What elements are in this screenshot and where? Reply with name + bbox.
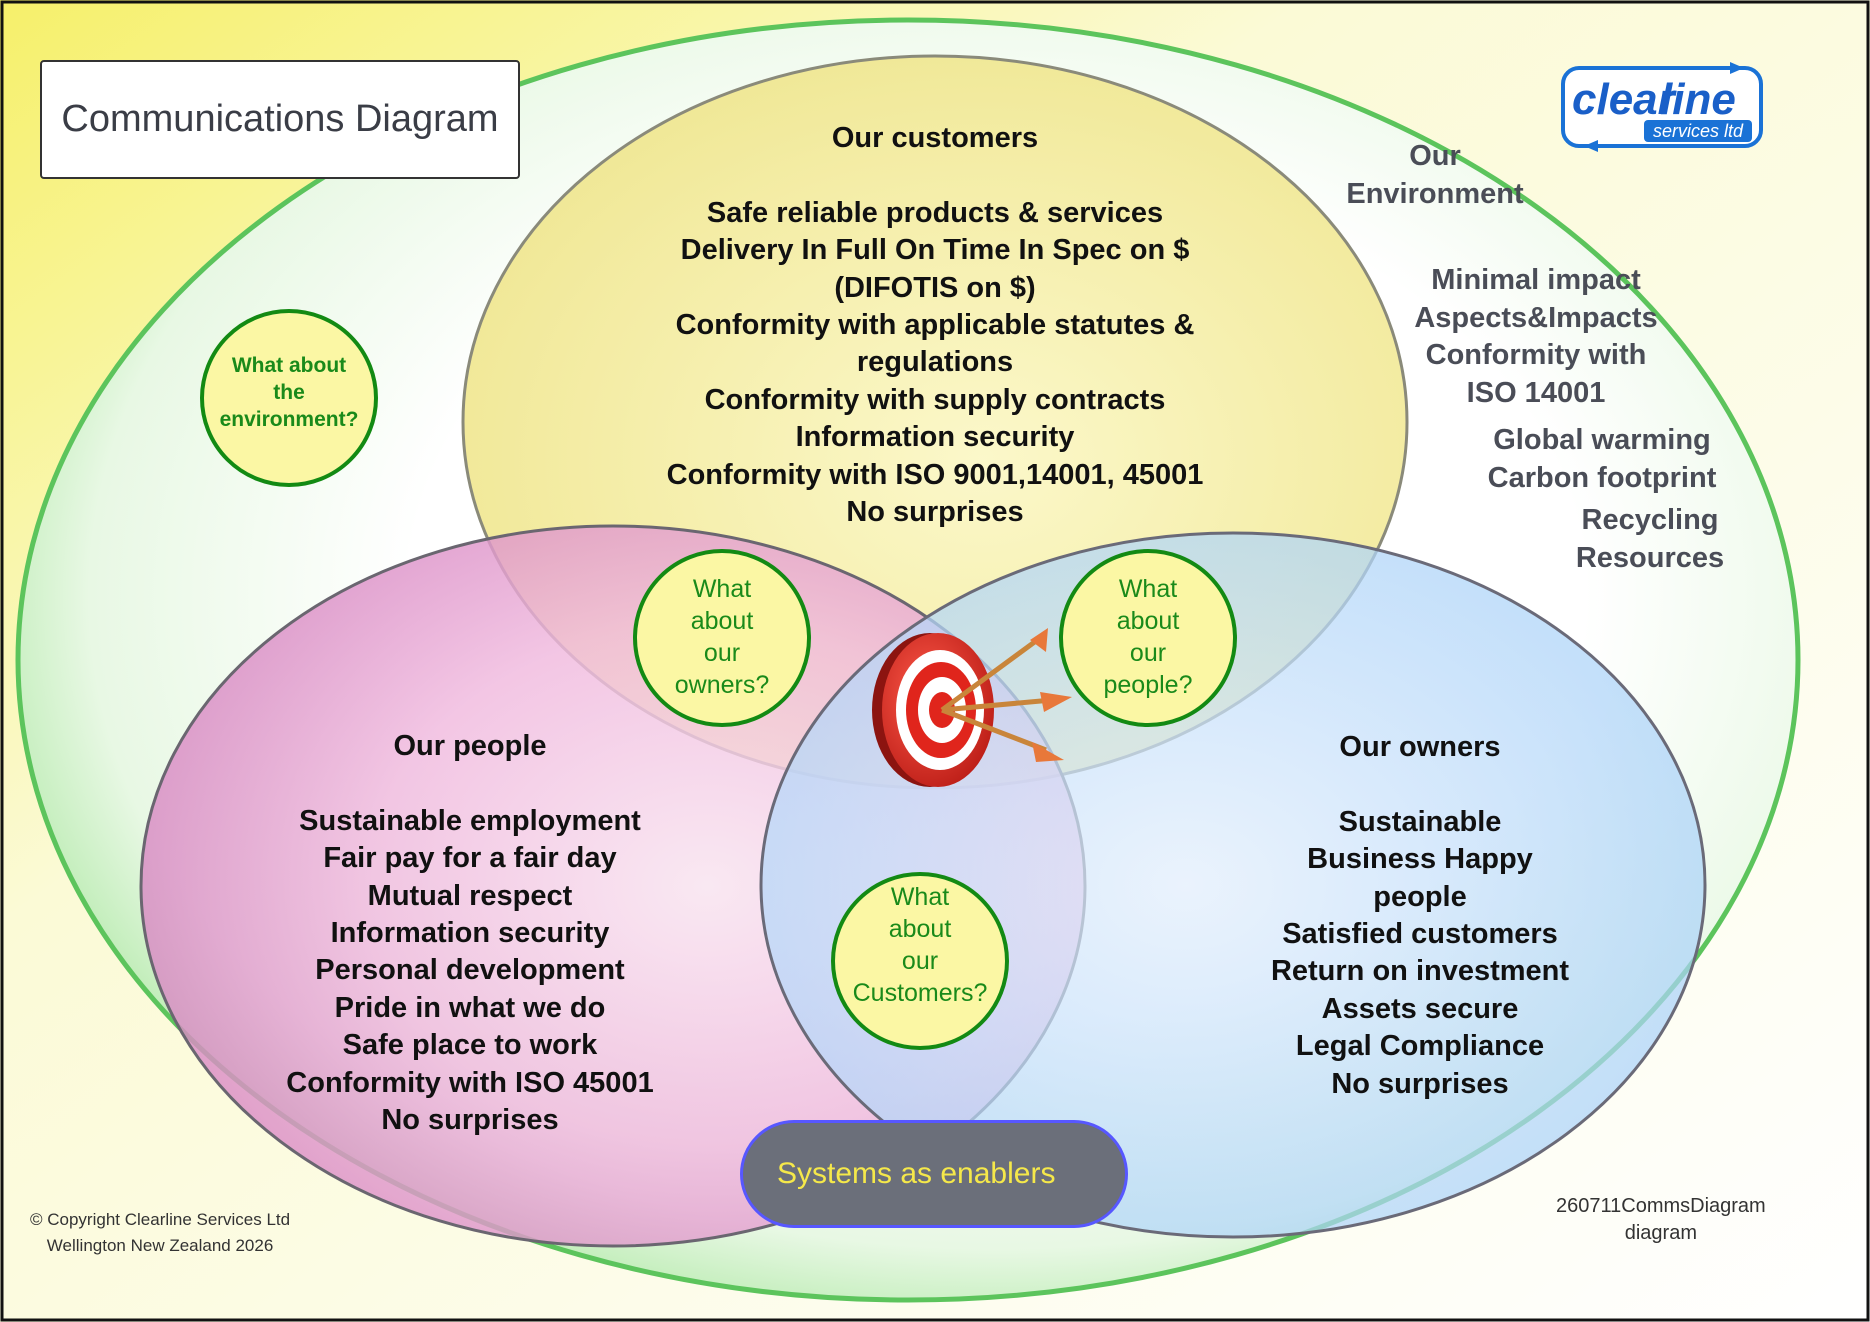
logo-brand-right: line xyxy=(1660,75,1736,124)
owners-ellipse xyxy=(759,531,1707,1239)
logo-tagline: services ltd xyxy=(1653,121,1744,141)
page-title: Communications Diagram xyxy=(40,60,520,179)
bubble-customers xyxy=(831,872,1009,1050)
bubble-customers-text: What about our Customers? xyxy=(852,883,988,1007)
copyright-notice: © Copyright Clearline Services Ltd Welli… xyxy=(30,1210,291,1255)
owners-heading: Our owners xyxy=(1339,731,1501,763)
customers-text: Our customers Safe reliable products & s… xyxy=(600,120,1270,531)
environment-group-climate: Global warming Carbon footprint xyxy=(1487,424,1717,494)
bubble-owners xyxy=(633,549,811,727)
people-text: Our people Sustainable employment Fair p… xyxy=(220,728,720,1139)
target-icon xyxy=(872,628,1072,787)
environment-heading: Our Environment xyxy=(1346,140,1524,210)
bubble-people-text: What about our people? xyxy=(1103,575,1193,699)
document-reference: 260711CommsDiagram diagram xyxy=(1556,1195,1766,1244)
customers-heading: Our customers xyxy=(831,122,1039,154)
systems-enablers-badge: Systems as enablers xyxy=(740,1120,1128,1228)
systems-enablers-label: Systems as enablers xyxy=(777,1157,1056,1190)
clearline-logo: clear line services ltd xyxy=(1561,62,1763,152)
bubble-environment-text: What about the environment? xyxy=(219,354,359,431)
people-heading: Our people xyxy=(393,730,547,762)
bubble-environment xyxy=(200,309,378,487)
bubble-owners-text: What about our owners? xyxy=(674,575,770,699)
logo-brand-left: clear xyxy=(1572,75,1678,124)
environment-group-resources: Recycling Resources xyxy=(1575,504,1725,574)
environment-group-impacts: Minimal impact Aspects&Impacts Conformit… xyxy=(1414,264,1658,409)
bubble-people xyxy=(1059,549,1237,727)
owners-text: Our owners Sustainable Business Happy pe… xyxy=(1220,729,1620,1103)
